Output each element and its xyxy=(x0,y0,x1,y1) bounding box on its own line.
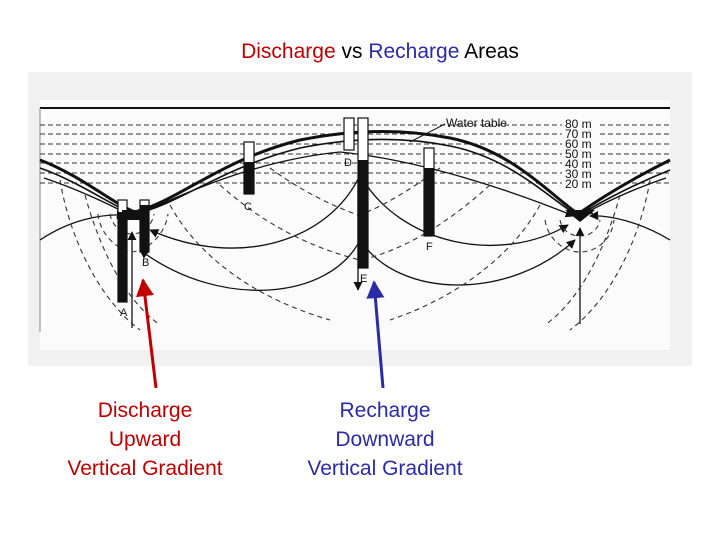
well-label-a: A xyxy=(120,307,128,319)
elevation-scale: 80 m 70 m 60 m 50 m 40 m 30 m 20 m xyxy=(565,117,592,191)
elevation-30: 30 m xyxy=(565,167,592,181)
well-c-screen xyxy=(244,162,254,194)
recharge-caption: Recharge Downward Vertical Gradient xyxy=(280,396,490,483)
water-table-label: Water table xyxy=(446,116,507,130)
well-a-screen xyxy=(118,212,127,302)
discharge-caption-line1: Discharge xyxy=(97,399,193,422)
discharge-caption-line2: Upward xyxy=(108,428,182,451)
title-areas: Areas xyxy=(464,40,519,63)
discharge-pond xyxy=(565,210,595,222)
well-label-d: D xyxy=(344,157,352,169)
recharge-caption-line3: Vertical Gradient xyxy=(307,457,463,480)
title-recharge: Recharge xyxy=(368,40,460,63)
discharge-pointer-arrow xyxy=(136,278,158,389)
elevation-50: 50 m xyxy=(565,147,592,161)
well-label-f: F xyxy=(426,241,433,253)
recharge-pointer-arrow xyxy=(366,280,385,389)
well-label-c: C xyxy=(244,201,252,213)
elevation-60: 60 m xyxy=(565,137,592,151)
discharge-caption: Discharge Upward Vertical Gradient xyxy=(40,396,250,483)
well-label-e: E xyxy=(360,273,367,285)
well-f-screen xyxy=(424,168,434,236)
elevation-80: 80 m xyxy=(565,117,592,131)
discharge-caption-line3: Vertical Gradient xyxy=(67,457,223,480)
elevation-40: 40 m xyxy=(565,157,592,171)
wells xyxy=(117,117,435,303)
well-b-screen xyxy=(140,205,149,252)
recharge-caption-line2: Downward xyxy=(335,428,435,451)
well-label-b: B xyxy=(142,257,149,269)
page-title: Discharge vs Recharge Areas xyxy=(0,40,720,64)
title-discharge: Discharge xyxy=(241,40,336,63)
well-e-screen xyxy=(358,160,368,268)
elevation-20: 20 m xyxy=(565,177,592,191)
title-vs: vs xyxy=(341,40,363,63)
recharge-caption-line1: Recharge xyxy=(339,399,431,422)
elevation-70: 70 m xyxy=(565,127,592,141)
well-d-casing xyxy=(343,117,355,151)
